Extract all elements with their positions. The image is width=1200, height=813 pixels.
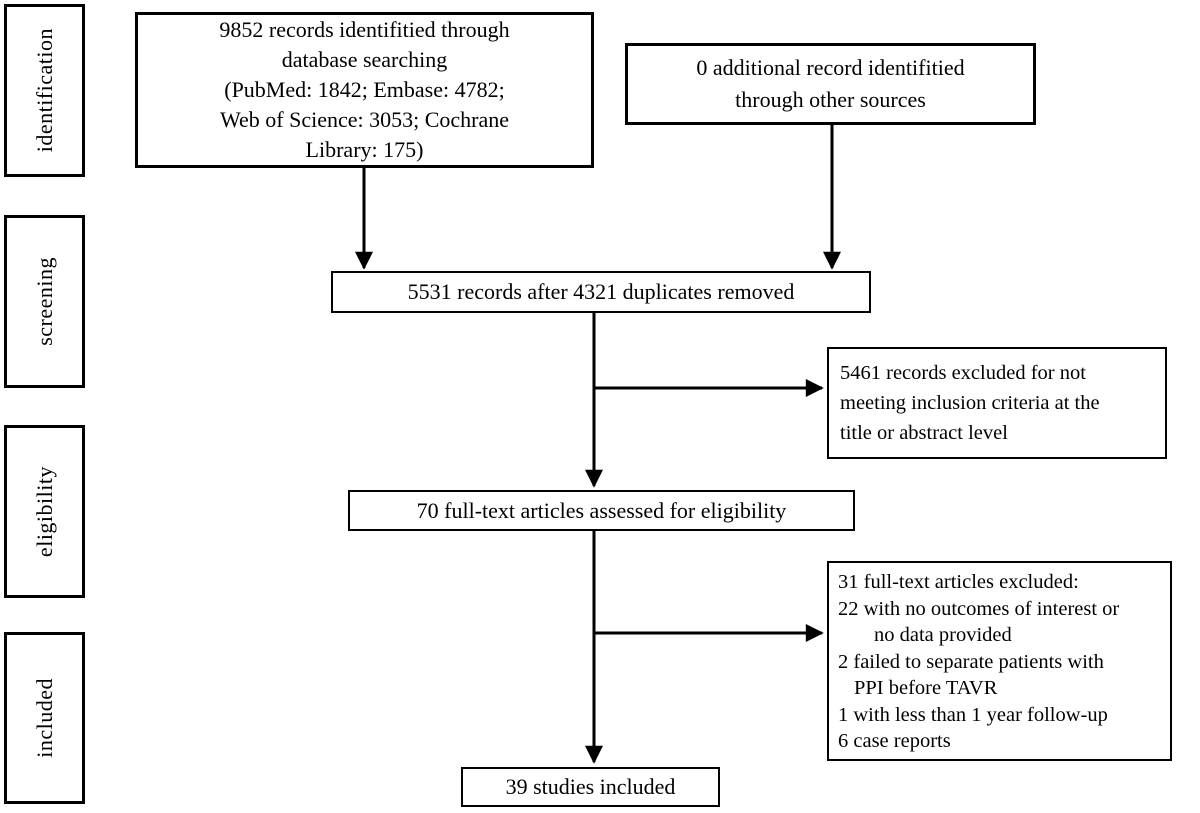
box-duplicates-removed: 5531 records after 4321 duplicates remov… — [331, 271, 871, 313]
fulltext-excluded-line: 22 with no outcomes of interest or — [838, 597, 1120, 620]
fulltext-excluded-line: 1 with less than 1 year follow-up — [838, 703, 1108, 726]
box-additional-records: 0 additional record identifitied through… — [625, 43, 1036, 125]
fulltext-excluded-line: 6 case reports — [838, 730, 951, 752]
box-studies-included-text: 39 studies included — [505, 774, 676, 800]
box-fulltext-assessed-text: 70 full-text articles assessed for eligi… — [416, 497, 787, 523]
box-records-excluded-text: 5461 records excluded for not meeting in… — [840, 362, 1100, 444]
stage-label-identification-text: identification — [31, 28, 57, 153]
stage-label-screening: screening — [4, 215, 85, 388]
fulltext-excluded-line: 31 full-text articles excluded: — [838, 571, 1079, 593]
fulltext-excluded-line: PPI before TAVR — [854, 677, 998, 699]
fulltext-excluded-line: no data provided — [874, 624, 1012, 646]
stage-label-included: included — [4, 632, 85, 804]
box-records-excluded: 5461 records excluded for not meeting in… — [827, 347, 1167, 459]
box-fulltext-excluded: 31 full-text articles excluded: 22 with … — [827, 561, 1172, 761]
box-studies-included: 39 studies included — [461, 767, 720, 807]
stage-label-identification: identification — [4, 4, 85, 177]
stage-label-included-text: included — [31, 678, 57, 758]
box-fulltext-assessed: 70 full-text articles assessed for eligi… — [348, 490, 855, 531]
stage-label-eligibility-text: eligibility — [31, 465, 57, 558]
box-additional-records-text: 0 additional record identifitied through… — [696, 55, 965, 112]
box-duplicates-removed-text: 5531 records after 4321 duplicates remov… — [407, 279, 795, 305]
box-records-identified-text: 9852 records identifitied through databa… — [219, 17, 510, 162]
box-records-identified: 9852 records identifitied through databa… — [135, 12, 594, 168]
fulltext-excluded-line: 2 failed to separate patients with — [838, 650, 1104, 673]
stage-label-eligibility: eligibility — [4, 425, 85, 598]
stage-label-screening-text: screening — [31, 257, 57, 346]
